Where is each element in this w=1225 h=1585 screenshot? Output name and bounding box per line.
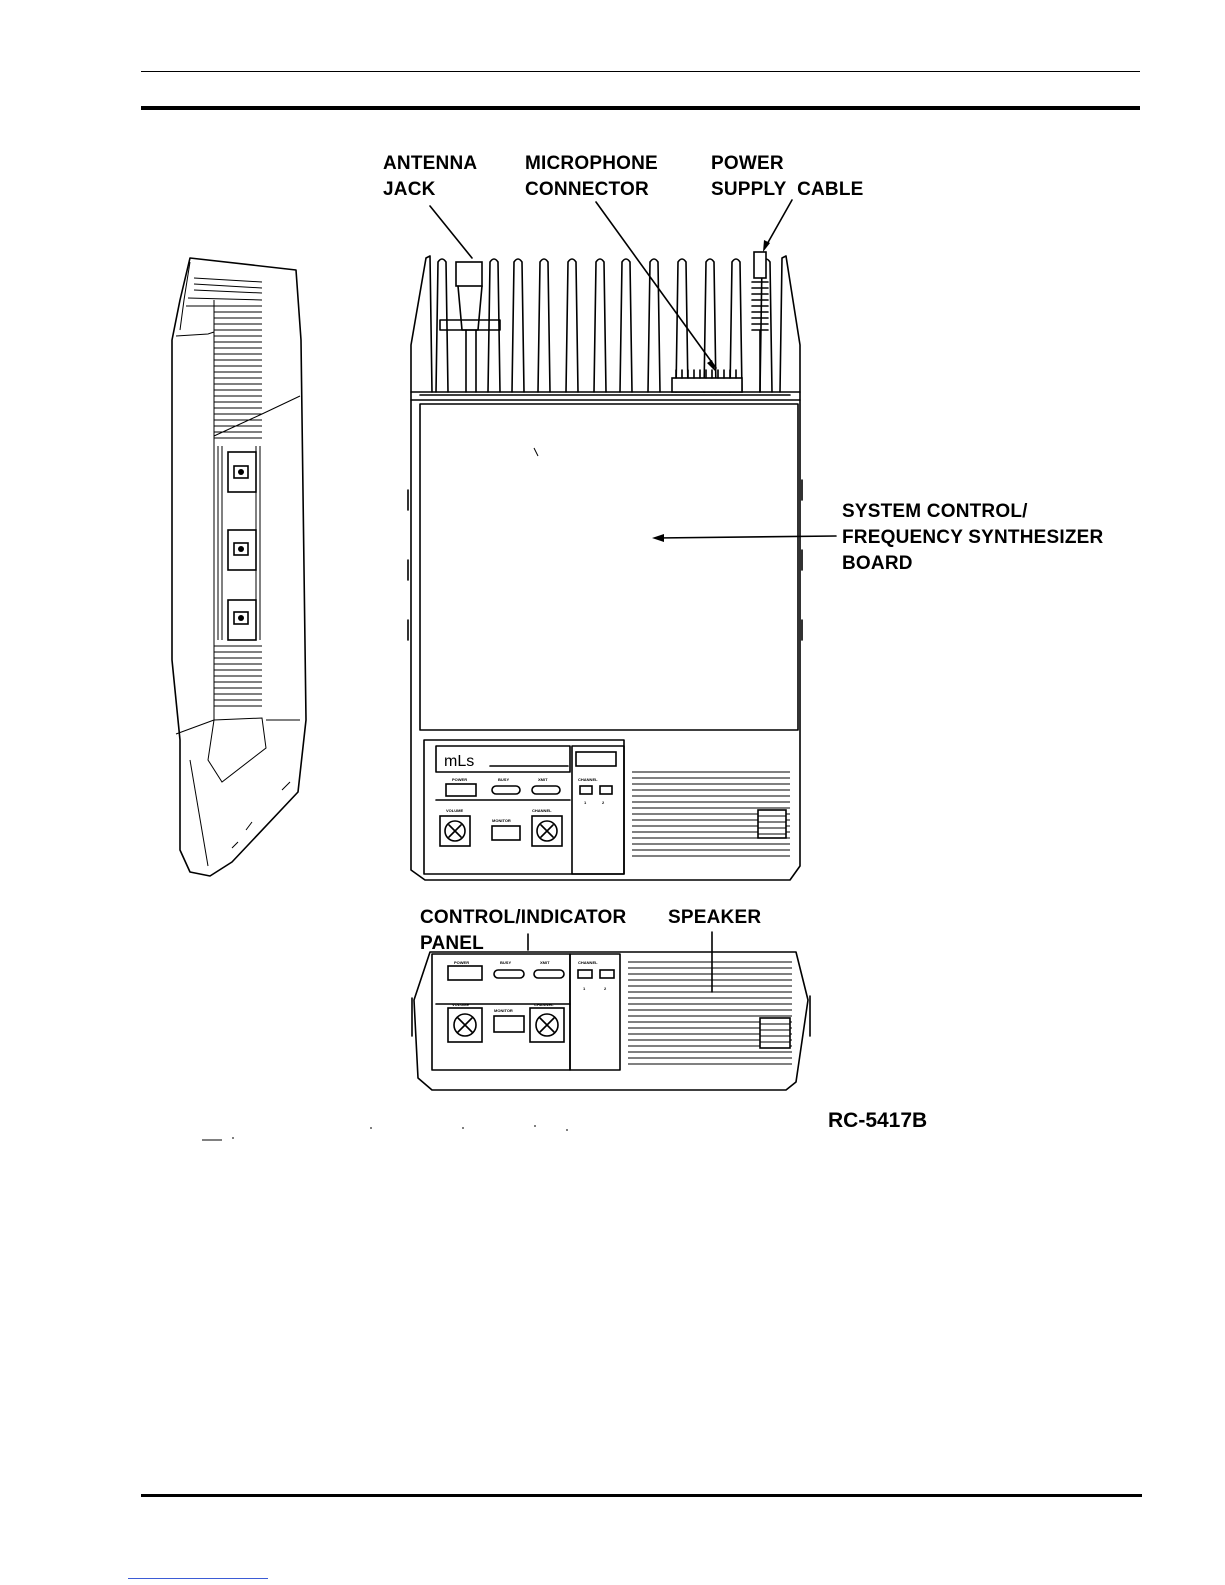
svg-text:2: 2: [604, 986, 607, 991]
svg-text:VOLUME: VOLUME: [452, 1002, 469, 1007]
antenna-jack-leader: [430, 206, 472, 258]
svg-text:CHANNEL: CHANNEL: [578, 777, 598, 782]
svg-text:BUSY: BUSY: [500, 960, 511, 965]
top-view-control-panel: mLs 1 2 POWER BUSY XMIT CHANNEL VOLUME M: [424, 740, 624, 874]
front-view-speaker-grille: [628, 962, 792, 1064]
antenna-jack: [440, 262, 500, 392]
svg-text:MONITOR: MONITOR: [494, 1008, 513, 1013]
svg-text:BUSY: BUSY: [498, 777, 509, 782]
svg-text:1: 1: [584, 800, 587, 805]
svg-text:CHANNEL: CHANNEL: [534, 1002, 554, 1007]
side-view: [172, 258, 306, 876]
svg-text:VOLUME: VOLUME: [446, 808, 463, 813]
front-view: 1 2 POWER BUSY XMIT CHANNEL VOLUME MONIT…: [412, 952, 810, 1090]
microphone-connector: [672, 370, 742, 392]
top-view-speaker-grille: [632, 772, 790, 856]
svg-text:1: 1: [583, 986, 586, 991]
svg-text:CHANNEL: CHANNEL: [578, 960, 598, 965]
svg-text:MONITOR: MONITOR: [492, 818, 511, 823]
top-view: mLs 1 2 POWER BUSY XMIT CHANNEL VOLUME M: [408, 252, 802, 880]
power-supply-cable-leader: [766, 200, 792, 246]
system-control-board-leader: [656, 536, 836, 538]
svg-text:POWER: POWER: [454, 960, 469, 965]
microphone-connector-leader: [596, 202, 716, 368]
svg-text:2: 2: [602, 800, 605, 805]
svg-text:CHANNEL: CHANNEL: [532, 808, 552, 813]
power-supply-cable: [752, 252, 768, 392]
svg-text:XMIT: XMIT: [538, 777, 548, 782]
svg-text:mLs: mLs: [444, 753, 474, 770]
system-control-board-plate: [420, 404, 798, 730]
svg-text:POWER: POWER: [452, 777, 467, 782]
side-connector-blocks: [228, 452, 256, 640]
svg-text:XMIT: XMIT: [540, 960, 550, 965]
